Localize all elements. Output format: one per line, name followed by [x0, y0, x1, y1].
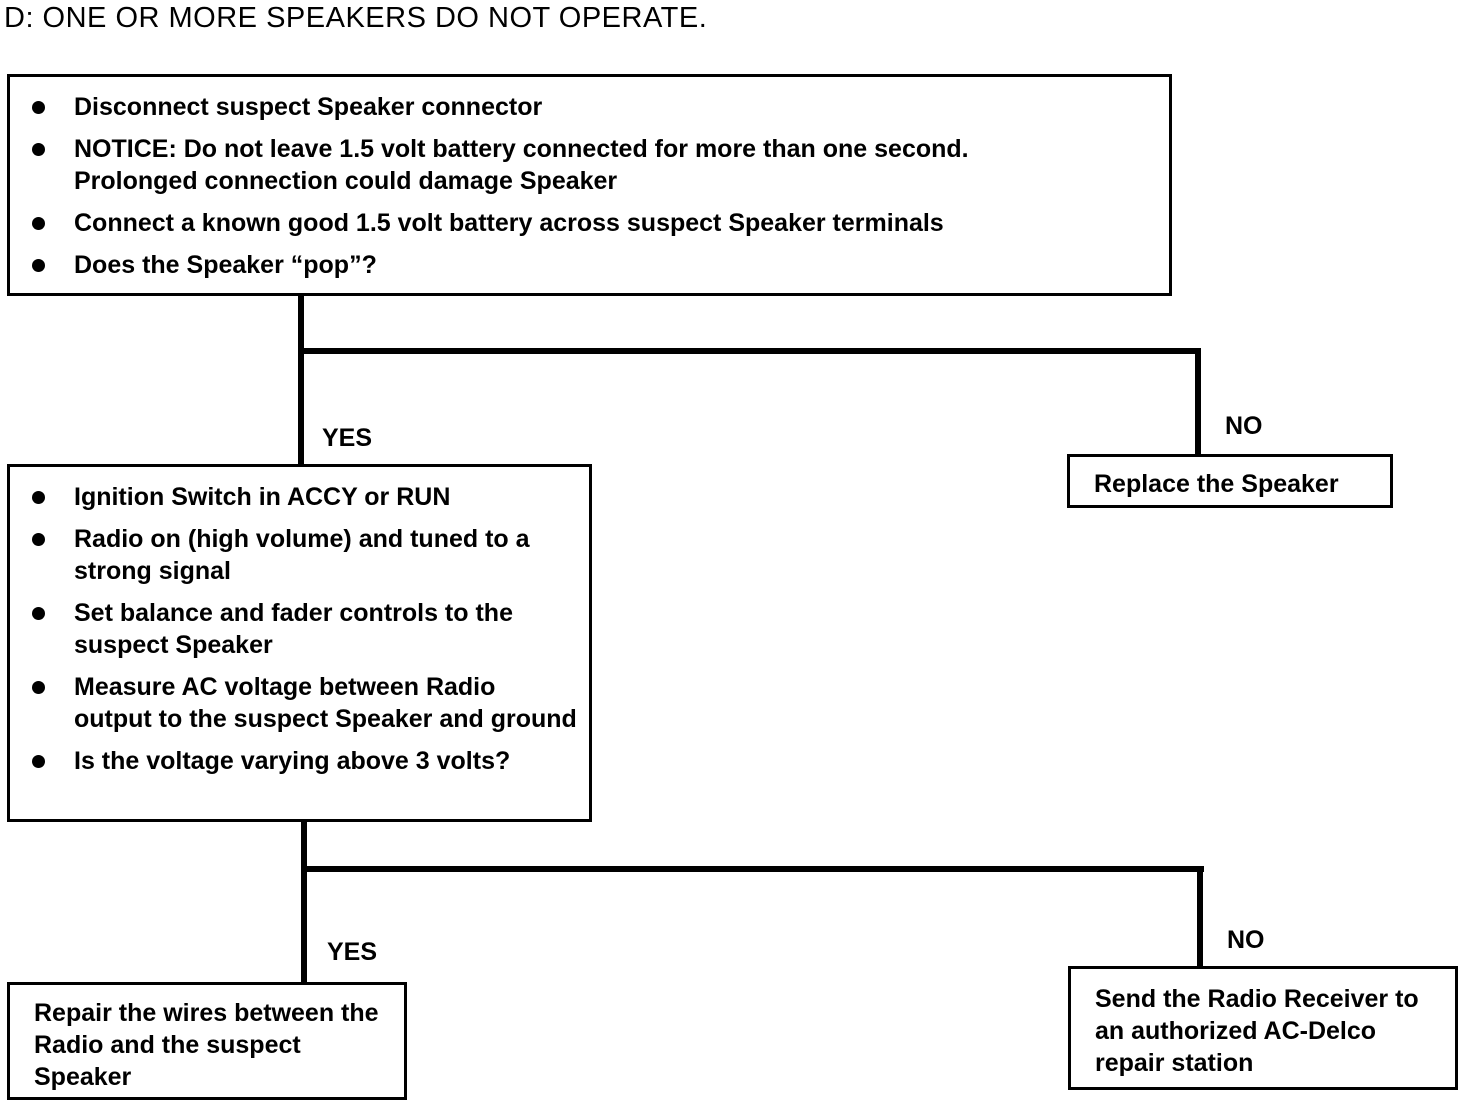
step2-item: Measure AC voltage between Radio output …	[10, 671, 579, 735]
step2-item: Set balance and fader controls to the su…	[10, 597, 579, 661]
connector-step2-no-down	[1197, 866, 1203, 966]
step1-item-text: Disconnect suspect Speaker connector	[74, 93, 543, 121]
bullet-icon	[32, 607, 45, 620]
bullet-icon	[32, 259, 45, 272]
step1-item: Disconnect suspect Speaker connector	[10, 91, 1159, 123]
step2-item: Radio on (high volume) and tuned to a st…	[10, 523, 579, 587]
step2-no-label: NO	[1227, 926, 1265, 954]
step2-item-text: Radio on (high volume) and tuned to a st…	[74, 525, 530, 585]
send-radio-text: Send the Radio Receiver to an authorized…	[1095, 985, 1419, 1077]
step1-no-label: NO	[1225, 412, 1263, 440]
replace-speaker-box: Replace the Speaker	[1067, 454, 1393, 508]
connector-step1-horizontal	[298, 348, 1201, 354]
diagram-title: D: ONE OR MORE SPEAKERS DO NOT OPERATE.	[4, 2, 708, 34]
step1-item-text: Does the Speaker “pop”?	[74, 251, 377, 279]
step1-item-text: Connect a known good 1.5 volt battery ac…	[74, 209, 944, 237]
step2-item-text: Ignition Switch in ACCY or RUN	[74, 483, 451, 511]
bullet-icon	[32, 755, 45, 768]
step2-item: Is the voltage varying above 3 volts?	[10, 745, 579, 777]
bullet-icon	[32, 533, 45, 546]
step1-list: Disconnect suspect Speaker connector NOT…	[10, 91, 1159, 281]
step2-item-text: Measure AC voltage between Radio output …	[74, 673, 577, 733]
step2-item-text: Set balance and fader controls to the su…	[74, 599, 513, 659]
step1-item-text-line1: NOTICE: Do not leave 1.5 volt battery co…	[74, 135, 969, 163]
step1-yes-label: YES	[322, 424, 373, 452]
bullet-icon	[32, 491, 45, 504]
send-radio-box: Send the Radio Receiver to an authorized…	[1068, 966, 1458, 1090]
step2-box: Ignition Switch in ACCY or RUN Radio on …	[7, 464, 592, 822]
step2-item: Ignition Switch in ACCY or RUN	[10, 481, 579, 513]
repair-wires-box: Repair the wires between the Radio and t…	[7, 982, 407, 1100]
connector-step1-down	[298, 296, 304, 464]
step2-yes-label: YES	[327, 938, 378, 966]
bullet-icon	[32, 101, 45, 114]
bullet-icon	[32, 681, 45, 694]
step1-item: Connect a known good 1.5 volt battery ac…	[10, 207, 1159, 239]
replace-speaker-text: Replace the Speaker	[1094, 470, 1339, 498]
repair-wires-text: Repair the wires between the Radio and t…	[34, 999, 379, 1091]
connector-step2-horizontal	[307, 866, 1204, 872]
connector-step2-down	[301, 822, 307, 982]
step1-item-text-line2: Prolonged connection could damage Speake…	[74, 167, 618, 195]
step1-box: Disconnect suspect Speaker connector NOT…	[7, 74, 1172, 296]
bullet-icon	[32, 143, 45, 156]
step1-item: Does the Speaker “pop”?	[10, 249, 1159, 281]
step1-item: NOTICE: Do not leave 1.5 volt battery co…	[10, 133, 1159, 197]
step2-item-text: Is the voltage varying above 3 volts?	[74, 747, 511, 775]
step2-list: Ignition Switch in ACCY or RUN Radio on …	[10, 481, 579, 777]
bullet-icon	[32, 217, 45, 230]
connector-step1-no-down	[1195, 348, 1201, 454]
